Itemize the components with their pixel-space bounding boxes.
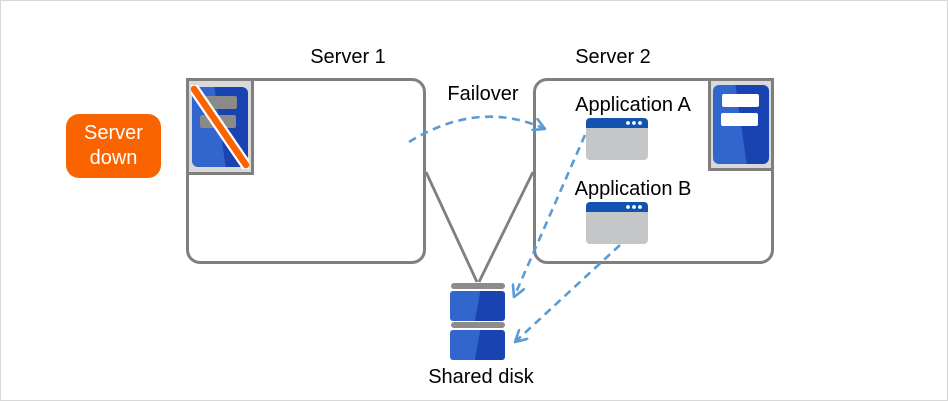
server2-label: Server 2 <box>575 46 651 68</box>
window-dot-icon <box>632 205 636 209</box>
disk-cap <box>450 322 505 328</box>
failover-label: Failover <box>447 83 519 105</box>
failover-arrow <box>408 115 545 144</box>
server1-icon-frame <box>186 78 254 175</box>
disk-body <box>450 330 505 360</box>
server2-icon-frame <box>708 78 774 171</box>
disk-stack-icon <box>450 283 505 360</box>
crossed-out-server-icon <box>191 84 249 169</box>
window-dot-icon <box>638 205 642 209</box>
application-b-label: Application B <box>574 178 692 200</box>
line-server1-to-disk <box>424 171 479 283</box>
window-dot-icon <box>632 121 636 125</box>
shared-disk-label: Shared disk <box>428 366 534 388</box>
application-a-label: Application A <box>575 94 691 116</box>
server1-label: Server 1 <box>310 46 386 68</box>
window-dot-icon <box>638 121 642 125</box>
disk-body <box>450 291 505 321</box>
disk-cap <box>450 283 505 289</box>
window-dot-icon <box>626 121 630 125</box>
server-down-badge: Server down <box>66 114 161 178</box>
app-window-icon <box>586 118 648 160</box>
window-dot-icon <box>626 205 630 209</box>
slash-icon <box>191 85 249 168</box>
line-server2-to-disk <box>477 171 535 283</box>
app-window-icon <box>586 202 648 244</box>
server-down-badge-label: Server down <box>84 122 143 169</box>
server-icon <box>713 85 769 164</box>
